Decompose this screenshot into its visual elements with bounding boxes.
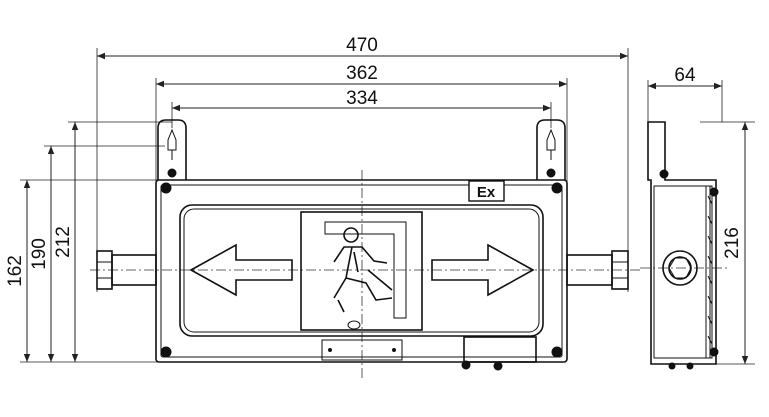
left-mounting-bracket: [157, 119, 187, 180]
dimension-216-label: 216: [722, 227, 743, 259]
side-cable-gland-icon: [662, 250, 698, 286]
bottom-terminal-box: [463, 336, 537, 363]
side-fins: [707, 195, 713, 345]
right-mounting-bracket: [536, 119, 566, 180]
dimension-64: 64: [647, 65, 723, 122]
dimension-470-label: 470: [346, 35, 378, 56]
dimension-362: 362: [155, 63, 568, 185]
ex-marking-label: Ex: [477, 184, 496, 201]
dimension-162-label: 162: [5, 255, 26, 287]
left-arrow-icon: [189, 243, 293, 297]
right-arrow-icon: [431, 243, 535, 297]
dimension-190-label: 190: [29, 238, 50, 270]
dimension-190: 190: [29, 145, 165, 362]
dimension-212: 212: [53, 121, 172, 362]
dimension-334: 334: [171, 88, 552, 128]
housing-outline: [155, 179, 568, 363]
corner-screw-icon: [160, 168, 563, 358]
front-view: Ex: [90, 119, 640, 380]
dimension-362-label: 362: [346, 63, 378, 84]
dimension-162: 162: [5, 179, 160, 363]
ex-marking-box: [468, 180, 505, 202]
dimension-64-label: 64: [674, 65, 696, 86]
side-view: [640, 121, 730, 370]
dimension-216: 216: [700, 121, 755, 365]
sign-window: [179, 204, 544, 337]
dimension-334-label: 334: [346, 88, 378, 109]
bottom-nameplate: [321, 339, 403, 361]
running-man-icon: [300, 211, 423, 331]
dimension-212-label: 212: [53, 226, 74, 258]
